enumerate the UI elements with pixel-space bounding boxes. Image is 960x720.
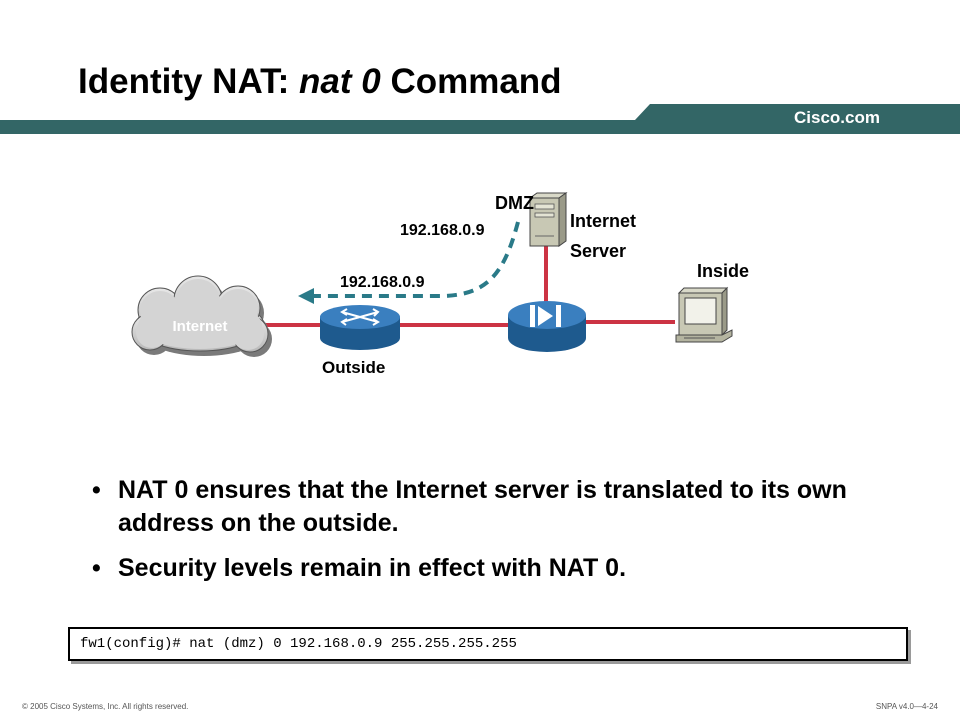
server-icon [528, 192, 568, 247]
inside-label: Inside [697, 261, 749, 281]
footer-course-id: SNPA v4.0—4-24 [875, 702, 938, 711]
network-links [262, 245, 675, 327]
pc-icon [675, 286, 733, 343]
title-suffix: Command [380, 62, 562, 101]
header-band [0, 104, 960, 134]
dmz-label: DMZ [495, 193, 534, 213]
title-command: nat 0 [299, 62, 381, 101]
bullet-text: Security levels remain in effect with NA… [118, 554, 627, 582]
bullet-text: NAT 0 ensures that the Internet server i… [118, 476, 847, 537]
cloud-icon [131, 275, 272, 357]
server-label-line1: Internet [570, 211, 636, 231]
outside-label: Outside [322, 358, 385, 377]
translation-arrow [298, 221, 520, 304]
bullet-marker: • [92, 476, 101, 504]
cloud-label: Internet [172, 318, 227, 335]
command-text: fw1(config)# nat (dmz) 0 192.168.0.9 255… [80, 636, 517, 652]
bullet-item: • Security levels remain in effect with N… [92, 552, 912, 585]
cisco-logo: Cisco.com [794, 108, 880, 127]
bullet-item: • NAT 0 ensures that the Internet server … [92, 474, 912, 540]
slide-title: Identity NAT: nat 0 Command [78, 62, 562, 102]
router-icon [320, 305, 400, 350]
server-label-line2: Server [570, 241, 626, 261]
title-main: Identity NAT: [78, 62, 300, 101]
firewall-icon [508, 301, 586, 352]
dmz-ip: 192.168.0.9 [400, 222, 485, 239]
bullet-list: • NAT 0 ensures that the Internet server … [92, 474, 912, 597]
command-box: fw1(config)# nat (dmz) 0 192.168.0.9 255… [68, 627, 908, 661]
footer-copyright: © 2005 Cisco Systems, Inc. All rights re… [22, 702, 189, 711]
translated-ip: 192.168.0.9 [340, 274, 425, 291]
bullet-marker: • [92, 554, 101, 582]
